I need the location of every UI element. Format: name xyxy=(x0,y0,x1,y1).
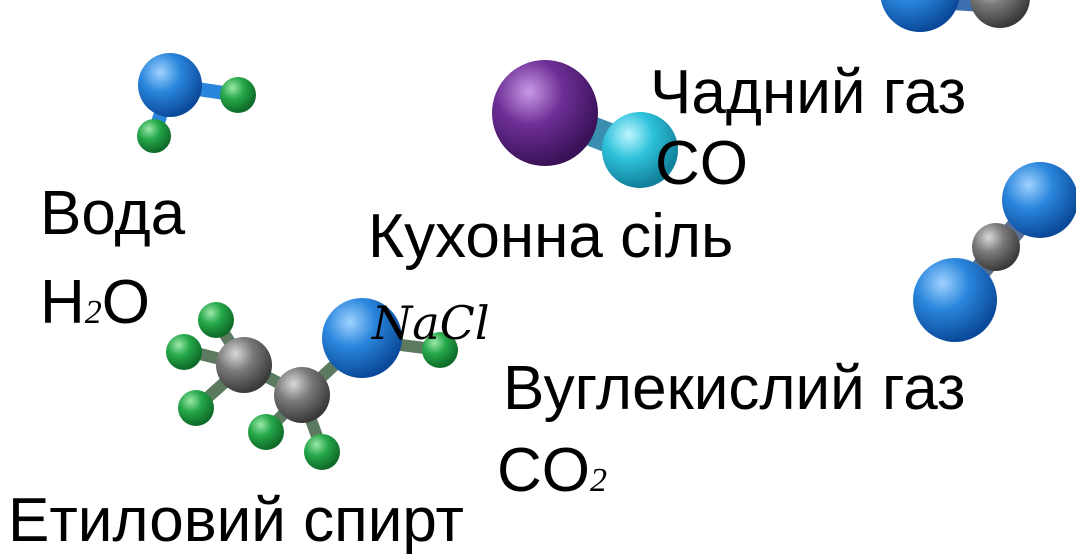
water-formula-subscript: 2 xyxy=(84,294,102,331)
hydrogen-atom xyxy=(422,332,458,368)
hydrogen-atom xyxy=(137,119,171,153)
co2-formula-label: CO2 xyxy=(497,440,607,502)
carbon-atom xyxy=(274,367,330,423)
oxygen-atom xyxy=(138,53,202,117)
oxygen-atom xyxy=(322,298,402,378)
co-name-label: Чадний газ xyxy=(650,58,967,127)
hydrogen-atom xyxy=(248,414,284,450)
hydrogen-atom xyxy=(220,77,256,113)
co2-name-label: Вуглекислий газ xyxy=(503,354,966,423)
water-name-label: Вода xyxy=(40,179,186,248)
ethanol-name-label: Етиловий спирт xyxy=(8,486,464,555)
water-formula-label: H2O xyxy=(40,272,150,334)
nacl-name-label: Кухонна сіль xyxy=(368,202,734,271)
co2-formula-subscript: 2 xyxy=(590,462,607,499)
co-formula-label: CO xyxy=(655,129,748,198)
hydrogen-atom xyxy=(166,334,202,370)
carbon-atom xyxy=(970,0,1030,28)
co2-formula-main: CO xyxy=(497,436,590,505)
hydrogen-atom xyxy=(198,302,234,338)
carbon-monoxide-molecule xyxy=(492,60,678,188)
oxygen-atom xyxy=(913,258,997,342)
carbon-atom xyxy=(216,337,272,393)
carbon-atom xyxy=(492,60,598,166)
water-formula-o: O xyxy=(101,268,151,337)
oxygen-atom xyxy=(880,0,960,32)
oxygen-atom xyxy=(1002,162,1076,238)
water-formula-h: H xyxy=(40,268,85,337)
water-molecule xyxy=(137,53,256,153)
nacl-formula-label: NaCl xyxy=(372,296,490,350)
partial-molecule-top-right xyxy=(880,0,1030,32)
oxygen-atom xyxy=(602,112,678,188)
hydrogen-atom xyxy=(304,434,340,470)
carbon-atom xyxy=(972,223,1020,271)
hydrogen-atom xyxy=(178,390,214,426)
ethanol-molecule xyxy=(166,298,458,470)
carbon-dioxide-molecule xyxy=(913,162,1076,342)
